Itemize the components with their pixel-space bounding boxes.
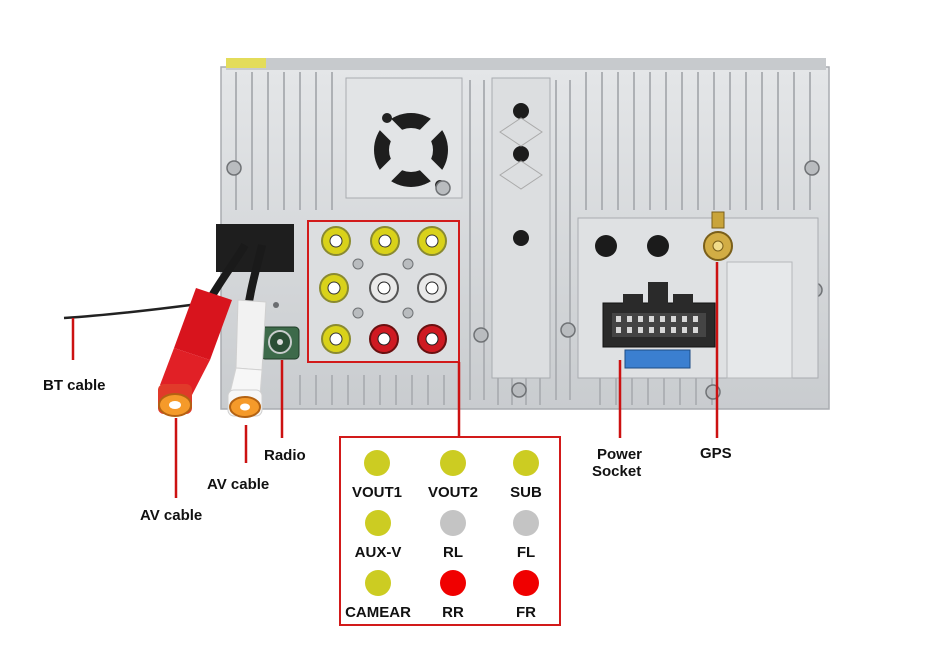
- legend-item-sub: SUB: [481, 450, 571, 501]
- legend-dot: [365, 570, 391, 596]
- legend-label: RR: [442, 604, 464, 621]
- rca-panel: [307, 220, 460, 363]
- legend-item-aux-v: AUX-V: [333, 510, 423, 561]
- callout-av-cable-right: AV cable: [207, 476, 270, 493]
- legend-label: SUB: [510, 484, 542, 501]
- legend-dot: [440, 450, 466, 476]
- legend-dot: [513, 510, 539, 536]
- legend-label: CAMEAR: [345, 604, 411, 621]
- cable-harness: [63, 224, 294, 418]
- legend-dot: [440, 570, 466, 596]
- legend-dot: [440, 510, 466, 536]
- legend-dot: [513, 450, 539, 476]
- callout-radio: Radio: [264, 447, 306, 464]
- legend-item-vout2: VOUT2: [408, 450, 498, 501]
- legend-dot: [364, 450, 390, 476]
- legend-item-fl: FL: [481, 510, 571, 561]
- legend-item-camear: CAMEAR: [333, 570, 423, 621]
- legend-item-vout1: VOUT1: [332, 450, 422, 501]
- callout-bt-cable: BT cable: [43, 377, 106, 394]
- legend-item-rl: RL: [408, 510, 498, 561]
- legend-label: AUX-V: [354, 544, 402, 561]
- legend-item-rr: RR: [408, 570, 498, 621]
- fan-panel: [345, 77, 463, 199]
- legend-dot: [513, 570, 539, 596]
- callout-power-socket-line1: Power: [597, 446, 643, 463]
- connector-panel: [577, 217, 819, 379]
- leader-lines: [71, 262, 719, 498]
- gps-connector: [703, 211, 733, 261]
- rca-jacks: [319, 226, 447, 354]
- legend-label: VOUT2: [427, 484, 478, 501]
- legend-label: FL: [516, 544, 536, 561]
- legend-dot: [365, 510, 391, 536]
- legend-label: VOUT1: [351, 484, 402, 501]
- legend-item-fr: FR: [481, 570, 571, 621]
- rca-color-legend: VOUT1 VOUT2 SUB AUX-V RL FL CAMEAR RR FR: [339, 436, 561, 626]
- callout-power-socket-line2: Socket: [592, 463, 642, 480]
- power-socket: [602, 282, 716, 369]
- callout-av-cable-left: AV cable: [140, 507, 203, 524]
- legend-label: RL: [443, 544, 463, 561]
- callout-gps: GPS: [700, 445, 732, 462]
- center-rail: [491, 77, 551, 379]
- legend-label: FR: [516, 604, 536, 621]
